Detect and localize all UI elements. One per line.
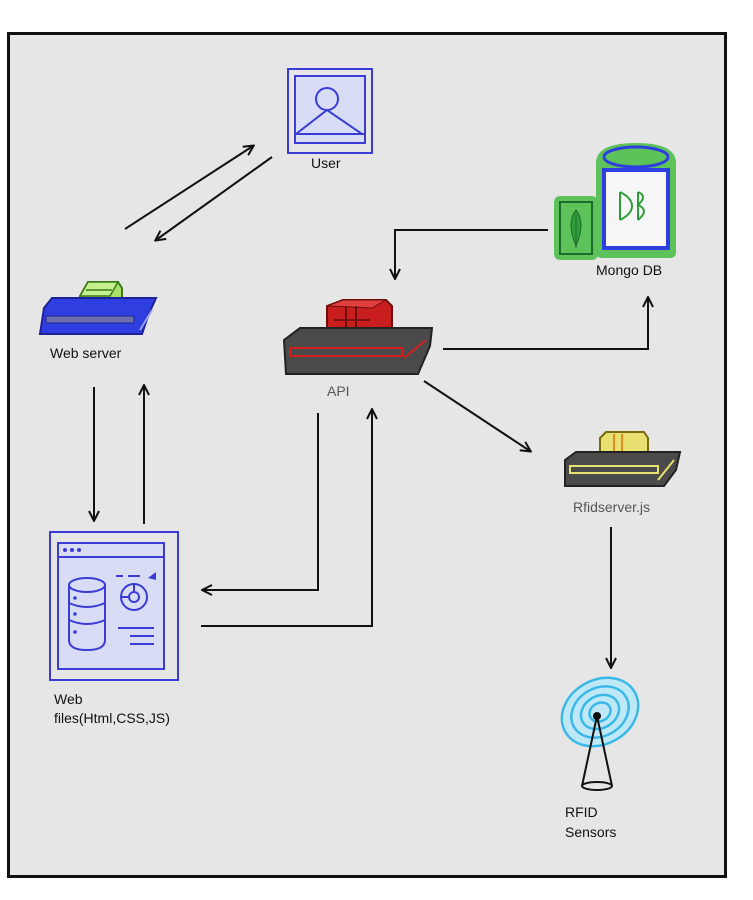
web-page-database-icon [49, 531, 179, 681]
rfid-sensors-node: RFID Sensors [560, 676, 640, 840]
server-box-icon [282, 299, 434, 375]
arrow-webserver-to-user [124, 146, 253, 230]
arrow-mongodb-to-api [395, 229, 548, 278]
database-cylinder-icon [596, 142, 676, 258]
rfid-server-node: Rfidserver.js [564, 431, 682, 515]
web-server-node: Web server [38, 281, 158, 361]
user-profile-icon [287, 68, 373, 154]
arrow-api-to-mongodb [443, 298, 648, 350]
web-files-node: Web files(Html,CSS,JS) [49, 531, 179, 726]
connectors [94, 146, 648, 667]
api-label: API [327, 383, 350, 399]
web-files-label-line2: files(Html,CSS,JS) [54, 710, 170, 726]
rfid-sensors-label-line1: RFID [565, 804, 598, 820]
antenna-signal-icon [560, 676, 640, 791]
leaf-icon [554, 196, 598, 260]
mongodb-node: Mongo DB [554, 142, 676, 278]
arrow-webfiles-to-api [201, 410, 372, 627]
arrow-user-to-webserver [156, 156, 273, 240]
mongodb-label: Mongo DB [596, 262, 662, 278]
arrow-api-to-webfiles [203, 413, 319, 590]
web-server-label: Web server [50, 345, 122, 361]
arrow-api-to-rfidserver [423, 380, 530, 451]
web-files-label-line1: Web [54, 691, 83, 707]
user-label: User [311, 155, 341, 171]
rfid-server-label: Rfidserver.js [573, 499, 650, 515]
api-node: API [282, 299, 434, 399]
server-box-icon [564, 431, 682, 487]
user-node: User [287, 68, 373, 171]
rfid-sensors-label-line2: Sensors [565, 824, 616, 840]
server-box-icon [38, 281, 158, 335]
